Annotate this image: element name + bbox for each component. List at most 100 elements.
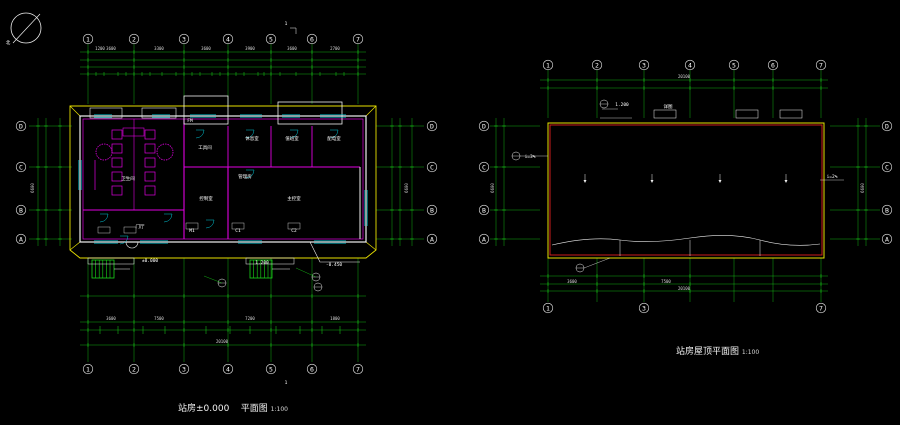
plan-tag-4: C1 — [235, 228, 241, 234]
roof-axis-bottom-1-label: 3 — [642, 304, 646, 312]
roof-caption-scale: 1:100 — [741, 349, 760, 356]
roof-gutter-line — [551, 235, 821, 246]
roof-axis-top-5-circle — [728, 59, 740, 71]
roof-slope-arrowhead — [718, 180, 722, 183]
plan-axis-bottom-3-circle — [178, 363, 190, 375]
door-swing-icon — [245, 169, 255, 179]
plan-tag-box — [231, 222, 245, 230]
roof-detail-box — [735, 109, 759, 119]
plan-axis-bottom-5-circle — [265, 363, 277, 375]
plan-axis-left-D-circle — [15, 120, 27, 132]
roof-axis-right-A-label: A — [885, 235, 889, 243]
door-swing-icon — [289, 129, 299, 139]
toilet-fixture-icon — [156, 143, 174, 161]
toilet-stall-left — [111, 185, 123, 196]
roof-axis-bottom-2-circle — [815, 302, 827, 314]
plan-room-label-0: 卫生间 — [121, 175, 135, 182]
plan-room-label-6: 主控室 — [287, 195, 301, 202]
roof-axis-top-6-label: 6 — [771, 61, 775, 69]
plan-dim-top-6: 2700 — [330, 46, 340, 51]
plan-axis-top-4-circle — [222, 33, 234, 45]
door-swing-icon — [195, 129, 205, 139]
north-arrow-needle — [12, 13, 41, 44]
plan-bay-3 — [89, 107, 123, 119]
plan-tag-box — [287, 222, 301, 230]
plan-axis-top-3-circle — [178, 33, 190, 45]
plan-dim-bottom-4: 1800 — [330, 316, 340, 321]
plan-room-label-3: 值班室 — [285, 135, 299, 142]
toilet-stall-right — [144, 185, 156, 196]
roof-parapet — [549, 124, 823, 256]
entrance-door-icon — [125, 241, 139, 249]
roof-slope-arrowhead — [784, 180, 788, 183]
plan-axis-left-B-label: B — [19, 206, 23, 214]
roof-detail-box — [779, 109, 803, 119]
roof-axis-left-D-circle — [478, 120, 490, 132]
roof-axis-bottom-1-circle — [638, 302, 650, 314]
roof-detail-box — [653, 109, 677, 119]
toilet-stall-right — [144, 143, 156, 154]
door-swing-icon — [329, 129, 339, 139]
plan-dim-top-0: 1200 — [95, 46, 105, 51]
plan-caption-sub: 平面图 — [240, 404, 268, 414]
plan-tag-6: FM — [187, 118, 193, 124]
plan-axis-right-C-label: C — [430, 163, 434, 171]
door-swing-icon — [205, 219, 215, 229]
plan-axis-bottom-3-label: 3 — [182, 365, 186, 373]
roof-axis-right-D-label: D — [885, 122, 889, 130]
plan-section-mark-top: 1 — [285, 21, 288, 27]
plan-axis-bottom-6-label: 6 — [310, 365, 314, 373]
roof-axis-left-C-circle — [478, 161, 490, 173]
roof-axis-left-B-circle — [478, 204, 490, 216]
roof-dim-top-0: 20100 — [678, 74, 691, 79]
roof-tag-3: 详图 — [664, 103, 673, 110]
roof-axis-left-A-label: A — [482, 235, 486, 243]
roof-axis-right-B-label: B — [885, 206, 889, 214]
plan-tag-box — [123, 226, 137, 234]
plan-bay-4 — [141, 107, 177, 119]
plan-step-right — [245, 257, 295, 265]
toilet-vanity — [122, 127, 145, 137]
plan-axis-top-7-label: 7 — [356, 35, 360, 43]
plan-dim-top-1: 3600 — [106, 46, 116, 51]
plan-bay-2 — [277, 101, 343, 125]
plan-eave-corner — [365, 105, 377, 117]
plan-axis-top-1-circle — [82, 33, 94, 45]
plan-eave-corner — [365, 241, 377, 251]
plan-dim-top-4: 3900 — [245, 46, 255, 51]
roof-axis-top-4-circle — [684, 59, 696, 71]
plan-axis-bottom-2-label: 2 — [132, 365, 136, 373]
roof-dim-bottom-0: 20100 — [678, 286, 691, 291]
roof-axis-top-7-label: 7 — [819, 61, 823, 69]
plan-caption-scale: 1:100 — [270, 406, 288, 413]
roof-eave-outline — [547, 122, 825, 259]
plan-room-label-4: 配电室 — [327, 135, 341, 142]
plan-axis-bottom-1-label: 1 — [86, 365, 90, 373]
toilet-stall-left — [111, 171, 123, 182]
plan-axis-bottom-5-label: 5 — [269, 365, 273, 373]
plan-dim-bottom-0: 20100 — [216, 339, 229, 344]
roof-axis-top-4-label: 4 — [688, 61, 692, 69]
door-swing-icon — [99, 213, 109, 223]
plan-axis-bottom-6-circle — [306, 363, 318, 375]
plan-room-label-2: 休息室 — [245, 135, 259, 142]
roof-dim-bottom-2: 7500 — [661, 279, 671, 284]
plan-axis-bottom-1-circle — [82, 363, 94, 375]
toilet-stall-left — [111, 143, 123, 154]
plan-axis-bottom-4-circle — [222, 363, 234, 375]
roof-axis-top-1-label: 1 — [546, 61, 550, 69]
plan-dim-bottom-1: 3600 — [106, 316, 116, 321]
toilet-stall-left — [111, 157, 123, 168]
roof-leader — [583, 257, 611, 269]
plan-axis-right-A-label: A — [430, 235, 434, 243]
plan-axis-top-7-circle — [352, 33, 364, 45]
roof-tag-2: 1.200 — [615, 102, 629, 108]
door-swing-icon — [163, 213, 173, 223]
plan-dim-bottom-3: 7200 — [245, 316, 255, 321]
roof-slope-arrowhead — [583, 180, 587, 183]
door-swing-icon — [119, 235, 129, 245]
roof-tag-1: i=2% — [827, 174, 838, 180]
roof-dim-right: 6600 — [860, 183, 865, 193]
plan-axis-top-2-circle — [128, 33, 140, 45]
